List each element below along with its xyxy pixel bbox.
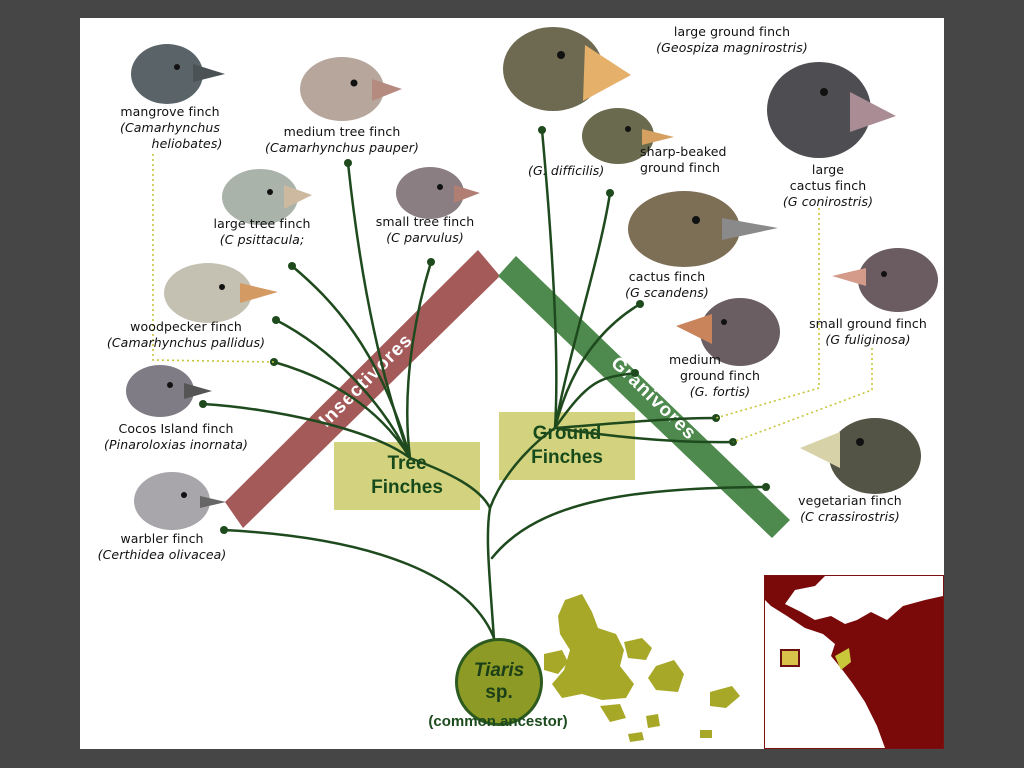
- cactus-finch-name: cactus finch: [628, 269, 706, 284]
- small-tree-finch-sci: (C parvulus): [386, 230, 464, 245]
- large-cactus-finch-name-2: cactus finch: [789, 178, 867, 193]
- cocos-island-finch-sci: (Pinaroloxias inornata): [104, 437, 248, 452]
- large-ground-finch-name: large ground finch: [673, 24, 791, 39]
- small-tree-finch-label: small tree finch (C parvulus): [376, 214, 475, 246]
- small-ground-dotted-link: [732, 348, 873, 443]
- finch-head-icon: [832, 248, 938, 312]
- finch-head-icon: [222, 169, 312, 225]
- cocos-island-finch-name: Cocos Island finch: [118, 421, 234, 436]
- south-america-map-icon: [765, 576, 943, 748]
- branch-large-cactus: [553, 416, 718, 430]
- large-cactus-finch-name-1: large: [811, 162, 845, 177]
- medium-tree-finch-sci: (Camarhynchus pauper): [265, 140, 419, 155]
- finch-head-icon: [503, 27, 631, 111]
- large-cactus-finch-label: large cactus finch (G conirostris): [783, 162, 873, 210]
- warbler-finch-label: warbler finch (Certhidea olivacea): [98, 531, 227, 563]
- finch-head-icon: [300, 57, 402, 121]
- finch-head-icon: [582, 108, 674, 164]
- large-tree-finch-sci: (C psittacula;: [219, 232, 305, 247]
- finch-head-icon: [134, 472, 226, 530]
- mangrove-finch-label: mangrove finch (Camarhynchus heliobates): [118, 104, 223, 152]
- medium-tree-finch-label: medium tree finch (Camarhynchus pauper): [265, 124, 419, 156]
- ground-finches-line1: Ground: [532, 423, 602, 444]
- cocos-island-finch-label: Cocos Island finch (Pinaroloxias inornat…: [104, 421, 248, 453]
- branch-warbler: [222, 528, 496, 640]
- mangrove-finch-sci-1: (Camarhynchus: [119, 120, 221, 135]
- vegetarian-finch-name: vegetarian finch: [798, 493, 902, 508]
- finch-head-icon: [800, 418, 921, 494]
- branch-sharp-beaked: [553, 191, 612, 430]
- finch-head-icon: [767, 62, 896, 158]
- branch-large-tree: [274, 318, 412, 460]
- large-ground-finch-label: large ground finch (Geospiza magnirostri…: [656, 24, 808, 56]
- tree-finches-line2: Finches: [371, 477, 443, 498]
- cactus-finch-sci: (G scandens): [625, 285, 709, 300]
- sharp-beaked-finch-label: sharp-beaked ground finch: [640, 144, 727, 176]
- large-cactus-finch-sci: (G conirostris): [782, 194, 874, 209]
- cactus-finch-label: cactus finch (G scandens): [625, 269, 709, 301]
- phylogenetic-tree: [152, 126, 873, 642]
- mangrove-finch-name: mangrove finch: [120, 104, 220, 119]
- inset-map: [764, 575, 944, 749]
- small-ground-finch-sci: (G fuliginosa): [825, 332, 911, 347]
- mangrove-finch-sci-2: heliobates): [151, 136, 223, 151]
- branch-cocos: [201, 402, 412, 460]
- woodpecker-finch-name: woodpecker finch: [130, 319, 242, 334]
- finch-head-icon: [126, 365, 212, 417]
- small-ground-finch-label: small ground finch (G fuliginosa): [809, 316, 927, 348]
- trunk: [486, 506, 496, 642]
- medium-ground-finch-sci: (G. fortis): [689, 384, 751, 399]
- sharp-beaked-finch-sci-label: (G. difficilis): [528, 163, 604, 179]
- medium-tree-finch-name: medium tree finch: [283, 124, 401, 139]
- finch-head-icon: [628, 191, 778, 267]
- branch-cactus: [553, 302, 642, 430]
- ancestor-caption: (common ancestor): [428, 713, 568, 730]
- galapagos-islands-icon: [544, 594, 740, 742]
- sharp-beaked-finch-name-1: sharp-beaked: [640, 144, 727, 159]
- large-tree-finch-name: large tree finch: [213, 216, 311, 231]
- tree-finches-line1: Tree: [387, 453, 427, 474]
- finch-head-icon: [396, 167, 480, 219]
- finch-head-icon: [164, 263, 278, 323]
- warbler-finch-name: warbler finch: [120, 531, 204, 546]
- ground-finches-line2: Finches: [531, 447, 603, 468]
- common-ancestor-node: Tiaris sp.: [455, 638, 543, 726]
- ground-finches-box: Ground Finches: [499, 412, 635, 480]
- finch-head-icon: [676, 298, 780, 366]
- branch-woodpecker: [272, 360, 412, 460]
- vegetarian-finch-label: vegetarian finch (C crassirostris): [798, 493, 902, 525]
- sharp-beaked-finch-name-2: ground finch: [640, 160, 720, 175]
- branch-medium-ground: [553, 371, 637, 430]
- woodpecker-finch-sci: (Camarhynchus pallidus): [106, 335, 266, 350]
- large-cactus-dotted-link: [715, 208, 820, 419]
- branch-small-ground: [553, 426, 735, 444]
- sharp-beaked-finch-sci: (G. difficilis): [528, 163, 605, 178]
- medium-ground-finch-name-1: medium: [669, 352, 721, 367]
- small-tree-finch-name: small tree finch: [375, 214, 475, 229]
- branch-tree-clade: [408, 456, 492, 510]
- medium-ground-finch-name-2: ground finch: [679, 368, 760, 383]
- large-ground-finch-sci: (Geospiza magnirostris): [656, 40, 808, 55]
- warbler-finch-sci: (Certhidea olivacea): [97, 547, 227, 562]
- diagram-panel: Insectivores Granivores Tree Finches Gro…: [80, 18, 944, 749]
- granivores-band: [498, 256, 790, 538]
- woodpecker-finch-label: woodpecker finch (Camarhynchus pallidus): [107, 319, 265, 351]
- branch-large-ground: [540, 128, 558, 430]
- ancestor-species: sp.: [485, 682, 513, 703]
- branch-vegetarian: [490, 485, 768, 560]
- branch-ground-clade: [488, 426, 557, 510]
- vegetarian-finch-sci: (C crassirostris): [800, 509, 900, 524]
- ancestor-genus: Tiaris: [473, 660, 525, 681]
- mangrove-dotted-link: [152, 154, 275, 363]
- finch-head-icon: [131, 44, 225, 104]
- medium-ground-finch-label: medium ground finch (G. fortis): [669, 352, 771, 400]
- large-tree-finch-label: large tree finch (C psittacula;: [214, 216, 311, 248]
- branch-medium-tree: [346, 161, 412, 460]
- branch-small-tree: [406, 260, 433, 460]
- small-ground-finch-name: small ground finch: [809, 316, 927, 331]
